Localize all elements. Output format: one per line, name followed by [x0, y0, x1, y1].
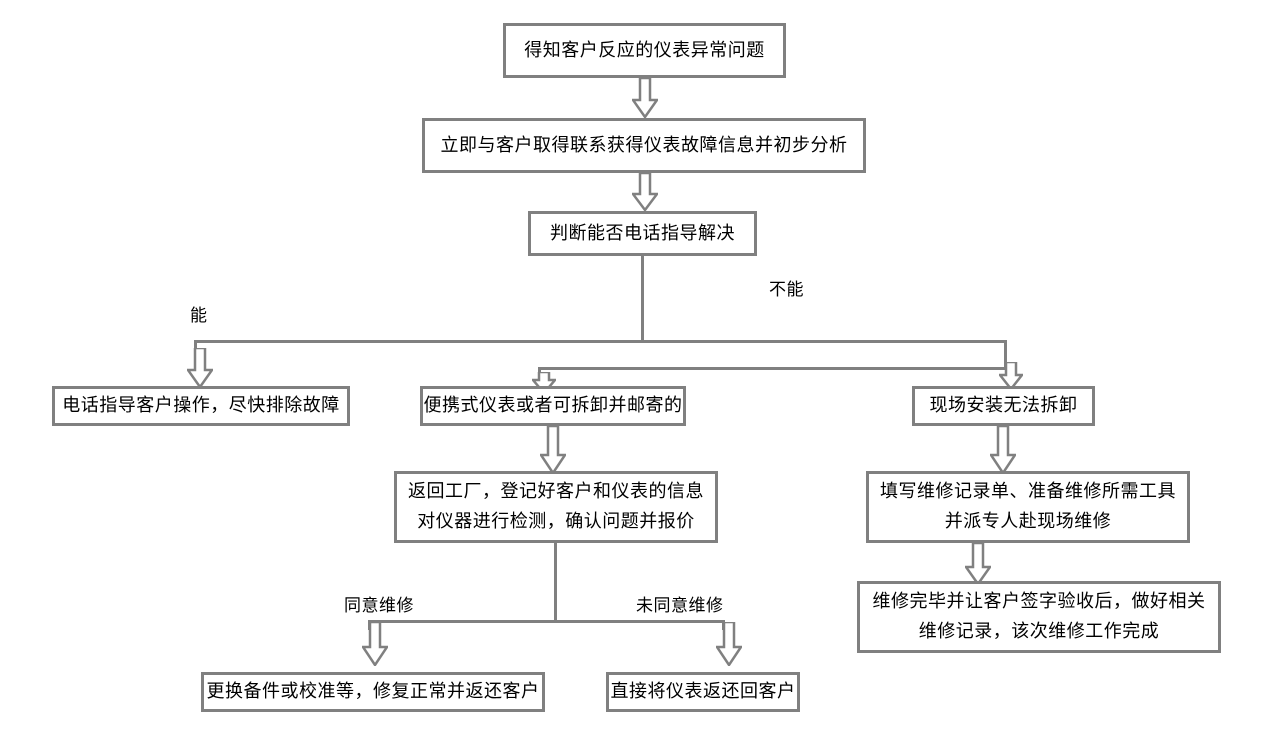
- arrow-n2-n3: [632, 173, 658, 211]
- connector-n7-horizontal: [368, 620, 725, 623]
- node-8-line-1: 填写维修记录单、准备维修所需工具: [880, 481, 1176, 502]
- arrow-to-node-4: [187, 348, 213, 388]
- edge-label-weitongyi-weixiu: 未同意维修: [636, 596, 724, 616]
- node-5-line-1: 便携式仪表或者可拆卸并邮寄的: [423, 395, 683, 416]
- connector-main-horizontal: [194, 340, 1007, 343]
- node-3-line-1: 判断能否电话指导解决: [550, 222, 735, 244]
- node-11-line-1: 直接将仪表返还回客户: [610, 681, 796, 702]
- node-10-line-1: 更换备件或校准等，修复正常并返还客户: [206, 681, 540, 702]
- node-box-4[interactable]: 电话指导客户操作，尽快排除故障: [52, 386, 350, 426]
- node-8-line-2: 并派专人赴现场维修: [944, 511, 1112, 532]
- node-box-5[interactable]: 便携式仪表或者可拆卸并邮寄的: [420, 386, 686, 426]
- node-box-11[interactable]: 直接将仪表返还回客户: [606, 672, 800, 712]
- arrow-to-node-10: [362, 622, 388, 666]
- arrow-n5-n7: [540, 426, 566, 474]
- node-9-line-2: 维修记录，该次维修工作完成: [918, 621, 1160, 642]
- node-box-1[interactable]: 得知客户反应的仪表异常问题: [503, 23, 786, 78]
- edge-label-neng: 能: [190, 306, 208, 326]
- connector-secondary-horizontal: [538, 367, 1007, 370]
- arrow-n6-n8: [990, 426, 1016, 474]
- arrow-to-node-11: [716, 622, 742, 666]
- edge-label-tongyi-weixiu: 同意维修: [344, 596, 414, 616]
- node-box-3[interactable]: 判断能否电话指导解决: [528, 211, 757, 256]
- node-box-10[interactable]: 更换备件或校准等，修复正常并返还客户: [201, 672, 545, 712]
- connector-n7-stem: [554, 543, 557, 623]
- node-9-line-1: 维修完毕并让客户签字验收后，做好相关: [872, 591, 1206, 612]
- node-2-line-1: 立即与客户取得联系获得仪表故障信息并初步分析: [440, 134, 848, 156]
- arrow-to-node-6: [999, 362, 1023, 390]
- arrow-n1-n2: [632, 78, 658, 118]
- node-box-8[interactable]: 填写维修记录单、准备维修所需工具 并派专人赴现场维修: [866, 471, 1190, 543]
- connector-right-drop: [1004, 340, 1007, 370]
- node-box-7[interactable]: 返回工厂，登记好客户和仪表的信息 对仪器进行检测，确认问题并报价: [394, 471, 718, 543]
- node-6-line-1: 现场安装无法拆卸: [929, 395, 1078, 416]
- node-box-9[interactable]: 维修完毕并让客户签字验收后，做好相关 维修记录，该次维修工作完成: [857, 581, 1221, 653]
- node-7-line-2: 对仪器进行检测，确认问题并报价: [417, 511, 695, 532]
- node-4-line-1: 电话指导客户操作，尽快排除故障: [62, 395, 340, 416]
- node-box-6[interactable]: 现场安装无法拆卸: [912, 386, 1095, 426]
- node-1-line-1: 得知客户反应的仪表异常问题: [524, 39, 765, 61]
- connector-left-drop: [194, 340, 197, 352]
- node-box-2[interactable]: 立即与客户取得联系获得仪表故障信息并初步分析: [422, 118, 866, 173]
- node-7-line-1: 返回工厂，登记好客户和仪表的信息: [408, 481, 704, 502]
- arrow-n8-n9: [965, 543, 991, 585]
- edge-label-buneng: 不能: [769, 280, 804, 300]
- connector-n3-stem: [641, 256, 644, 340]
